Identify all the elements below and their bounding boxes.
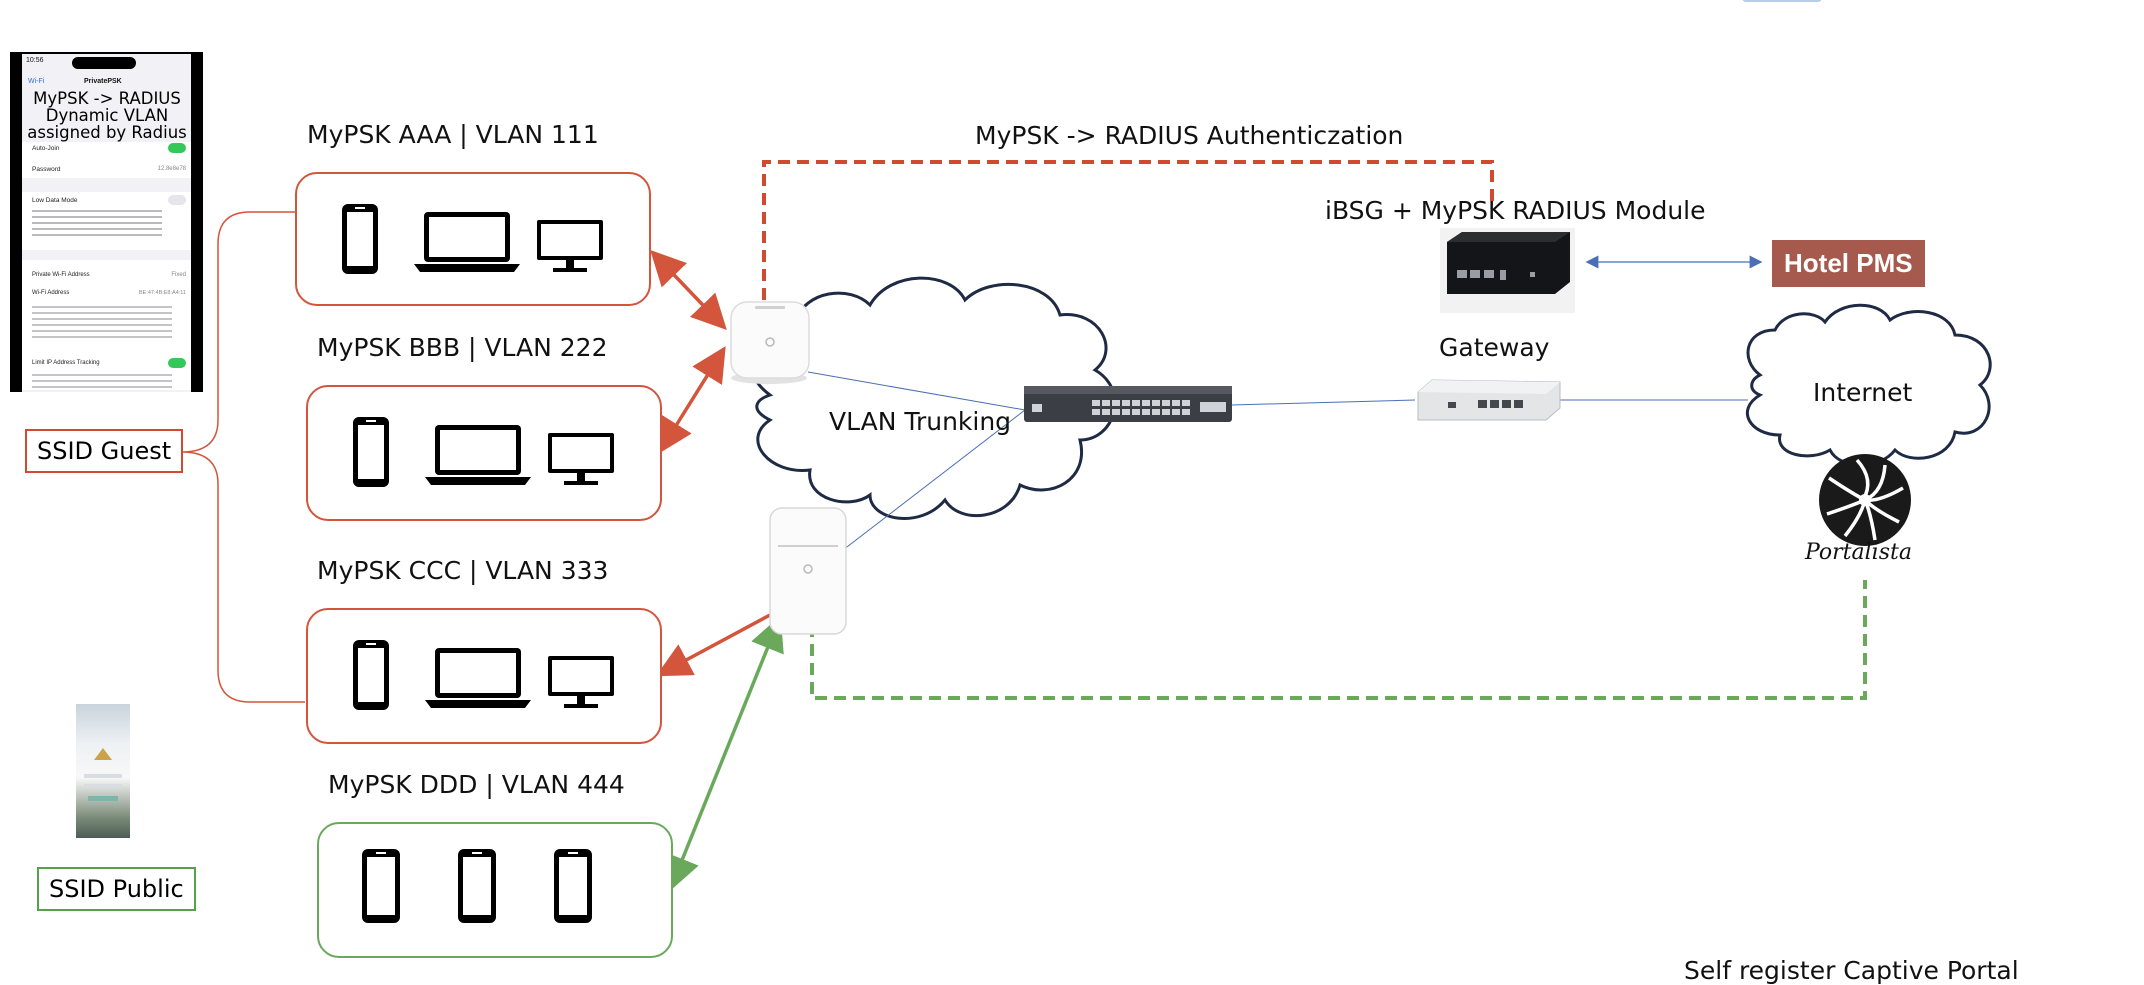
phone-limit-ip-label: Limit IP Address Tracking (32, 360, 100, 366)
ssid-public-box: SSID Public (37, 867, 196, 911)
captive-portal-label: Self register Captive Portal (1684, 956, 2019, 985)
portal-field-2 (84, 784, 122, 788)
radius-auth-label: MyPSK -> RADIUS Authenticzation (975, 121, 1404, 150)
low-data-toggle[interactable] (168, 195, 186, 205)
laptop-icon (414, 212, 520, 272)
phone-private-address-value: Fixed (171, 272, 186, 278)
group-ccc-title: MyPSK CCC | VLAN 333 (317, 556, 609, 585)
gateway-label: Gateway (1439, 333, 1550, 362)
phone-wifi-settings-screenshot: 10:56 Wi-Fi PrivatePSK MyPSK -> RADIUS D… (10, 52, 203, 392)
phone-autojoin-label: Auto-Join (32, 145, 60, 152)
phone-back-link[interactable]: Wi-Fi (28, 78, 45, 85)
gateway-router (1417, 379, 1561, 421)
phone-wifi-address-label: Wi-Fi Address (32, 290, 70, 296)
link-ap1-switch (807, 371, 1026, 411)
hotel-pms-box: Hotel PMS (1772, 240, 1925, 287)
phone-password-value: 12.8e8e78 (157, 166, 186, 172)
internet-label: Internet (1813, 378, 1913, 407)
access-point-1 (730, 301, 810, 384)
phone-overlay-caption: MyPSK -> RADIUS Dynamic VLAN assigned by… (27, 89, 187, 142)
link-switch-gateway (1231, 399, 1416, 406)
captive-portal-thumbnail (76, 704, 130, 838)
access-point-2 (769, 507, 847, 635)
dynamic-island (72, 57, 136, 69)
network-switch (1024, 386, 1232, 422)
portalista-label: Portalista (1805, 540, 1912, 565)
phone-description-lines (32, 306, 172, 340)
phone-icon (554, 849, 592, 923)
vlan-trunking-cloud (747, 276, 1117, 520)
phone-password-label: Password (32, 166, 61, 173)
phone-network-name: PrivatePSK (84, 78, 122, 85)
portal-submit-icon (88, 796, 118, 801)
group-bbb-title: MyPSK BBB | VLAN 222 (317, 333, 608, 362)
partial-shape-top (1742, 0, 1822, 2)
phone-icon (353, 640, 389, 710)
monitor-icon (537, 220, 603, 272)
portal-field-1 (84, 774, 122, 778)
phone-icon (342, 204, 378, 274)
laptop-icon (425, 425, 531, 485)
phone-wifi-address-value: BE:47:4B:E8:A4:11 (139, 290, 186, 296)
phone-low-data-label: Low Data Mode (32, 197, 78, 204)
vlan-trunking-label: VLAN Trunking (829, 407, 1012, 436)
phone-icon (353, 417, 389, 487)
internet-cloud (1746, 303, 1992, 467)
portal-logo-icon (94, 748, 112, 760)
arrow-ap2-ddd (666, 615, 784, 892)
laptop-icon (425, 648, 531, 708)
phone-icon (362, 849, 400, 923)
group-aaa-title: MyPSK AAA | VLAN 111 (307, 120, 599, 149)
phone-status-time: 10:56 (26, 57, 44, 64)
arrow-ap2-ccc (655, 613, 771, 677)
portal-dashed-line (810, 580, 1867, 700)
ibsg-label: iBSG + MyPSK RADIUS Module (1325, 196, 1706, 225)
ibsg-appliance (1440, 228, 1575, 313)
portalista-logo (1819, 454, 1911, 546)
phone-icon (458, 849, 496, 923)
phone-screen: 10:56 Wi-Fi PrivatePSK MyPSK -> RADIUS D… (22, 54, 191, 392)
arrow-ap1-bbb (658, 346, 726, 454)
phone-footnote-lines (32, 210, 162, 240)
phone-row-group-1 (22, 142, 191, 178)
phone-private-address-label: Private Wi-Fi Address (32, 272, 90, 278)
autojoin-toggle[interactable] (168, 143, 186, 153)
radius-auth-dashed-line (762, 160, 1494, 300)
link-ap2-switch (842, 409, 1026, 551)
phone-limit-ip-lines (32, 374, 172, 388)
group-ddd-title: MyPSK DDD | VLAN 444 (328, 770, 625, 799)
limit-ip-toggle[interactable] (168, 358, 186, 368)
ssid-guest-box: SSID Guest (25, 429, 184, 473)
arrow-ap1-aaa (650, 249, 727, 331)
monitor-icon (548, 433, 614, 485)
monitor-icon (548, 656, 614, 708)
